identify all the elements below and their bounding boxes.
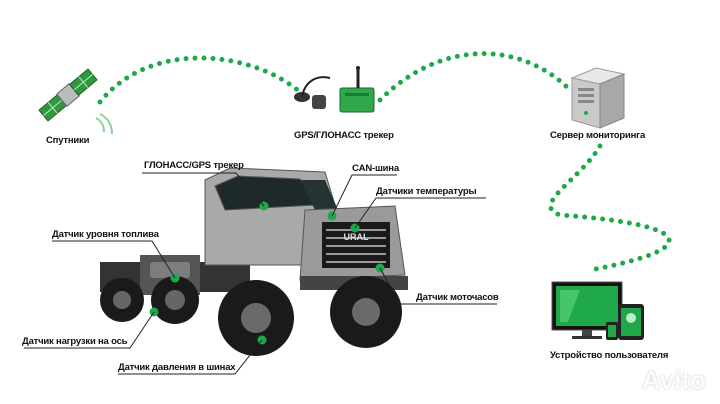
watermark: Avito — [641, 365, 706, 395]
server-icon — [570, 67, 626, 129]
label-server: Сервер мониторинга — [550, 130, 646, 141]
label-temp-sensors: Датчики температуры — [376, 186, 477, 197]
connection-path-sat-tracker — [97, 55, 303, 105]
leader-lines — [24, 172, 497, 375]
label-glonass-tracker: ГЛОНАСС/GPS трекер — [144, 160, 244, 171]
truck-illustration — [100, 167, 408, 356]
label-axle-load-sensor: Датчик нагрузки на ось — [22, 336, 128, 347]
tracker-device-icon — [294, 66, 375, 113]
connection-path-tracker-server — [377, 51, 573, 103]
label-tracker: GPS/ГЛОНАСС трекер — [294, 130, 394, 141]
label-satellites: Спутники — [46, 135, 90, 146]
user-device-icon — [551, 281, 644, 340]
label-can-bus: CAN-шина — [352, 163, 399, 174]
connection-path-server-device — [548, 143, 672, 273]
label-user-device: Устройство пользователя — [550, 350, 669, 361]
label-fuel-sensor: Датчик уровня топлива — [52, 229, 159, 240]
label-tire-pressure-sensor: Датчик давления в шинах — [118, 362, 236, 373]
signal-waves-icon — [95, 113, 113, 135]
label-hours-sensor: Датчик моточасов — [416, 292, 499, 303]
satellite-icon — [38, 68, 98, 122]
grille-logo: URAL — [344, 232, 369, 242]
